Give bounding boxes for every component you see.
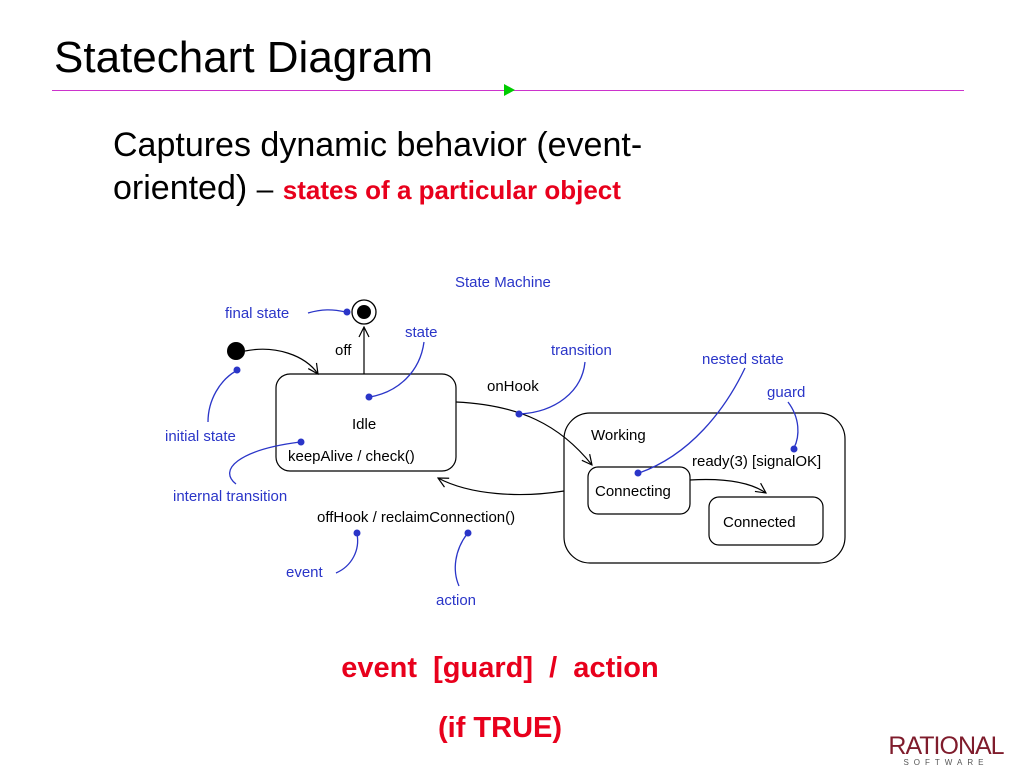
callout-line-transition [519,361,586,415]
callout-transition: transition [551,342,612,359]
callout-dot-guard [790,445,798,453]
formula-syntax: event [guard] / action [341,652,659,684]
transition-initial-to-idle [244,348,318,374]
callout-line-state [369,341,425,398]
transition-onhook [455,401,592,465]
formula-condition: (if TRUE) [437,712,563,744]
state-connected-name: Connected [723,514,796,531]
callout-dot-final-state [343,308,351,316]
subtitle-dash: – [256,173,274,206]
transition-offhook [438,478,565,496]
logo-sub: SOFTWARE [903,758,989,767]
callout-dot-internal-transition [297,438,305,446]
callout-line-initial-state [207,370,237,423]
state-connected [708,496,824,546]
final-state-node [351,299,377,325]
callout-line-final-state [307,309,347,314]
callout-nested-state: nested state [702,351,784,368]
transition-label-offhook: offHook / reclaimConnection() [317,509,515,526]
transition-label-ready: ready(3) [signalOK] [692,453,821,470]
rational-logo: RATIONAL SOFTWARE [884,734,1008,768]
callout-final-state: final state [225,305,289,322]
state-idle [275,373,457,472]
subtitle: Captures dynamic behavior (event- orient… [113,124,833,212]
subtitle-line-2: oriented) [113,169,248,207]
callout-action: action [436,592,476,609]
callout-dot-transition [515,410,523,418]
initial-state-node [227,342,245,360]
callout-initial-state: initial state [165,428,236,445]
subtitle-line-1: Captures dynamic behavior (event- [113,126,643,164]
play-arrow-icon [504,84,515,96]
callout-event: event [286,564,324,581]
logo-word: RATIONAL [888,732,1004,760]
state-working-name: Working [591,427,646,444]
state-idle-name: Idle [352,416,376,433]
transition-label-off: off [335,342,352,359]
state-idle-internal: keepAlive / check() [288,448,415,465]
transition-label-onhook: onHook [487,378,539,395]
callout-dot-nested-state [634,469,642,477]
callout-dot-state [365,393,373,401]
state-connecting-name: Connecting [595,483,671,500]
callout-internal-transition: internal transition [173,488,287,505]
subtitle-emphasis: states of a particular object [282,175,621,205]
state-machine-header: State Machine [455,274,551,291]
state-connecting [587,466,691,515]
callout-dot-initial-state [233,366,241,374]
callout-dot-event [353,529,361,537]
callout-dot-action [464,529,472,537]
callout-state: state [405,324,438,341]
callout-guard: guard [767,384,805,401]
page-title: Statechart Diagram [54,33,434,82]
callout-line-event [335,533,359,574]
transition-ready [689,478,766,493]
callout-line-internal-transition [229,441,301,485]
callout-line-nested-state [638,367,746,474]
callout-line-guard [787,401,799,449]
callout-line-action [454,533,468,587]
